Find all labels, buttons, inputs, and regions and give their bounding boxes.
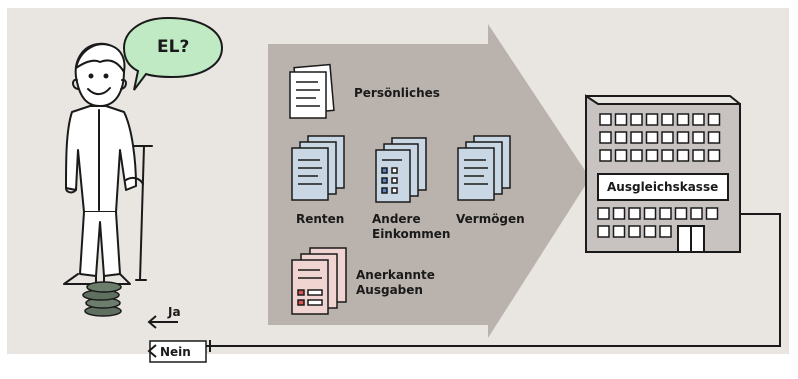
building-window — [598, 208, 609, 219]
building-window — [691, 208, 702, 219]
building-window — [616, 114, 627, 125]
building-window — [678, 114, 689, 125]
building-window — [662, 132, 673, 143]
label-expenses-2: Ausgaben — [356, 283, 423, 297]
building-window — [647, 150, 658, 161]
office-sign-text: Ausgleichskasse — [607, 180, 718, 194]
building-window — [614, 208, 625, 219]
building-window — [631, 132, 642, 143]
label-yes: Ja — [168, 305, 181, 319]
building-window — [600, 150, 611, 161]
building-window — [600, 132, 611, 143]
building-window — [631, 114, 642, 125]
building-window — [678, 132, 689, 143]
building-window — [693, 150, 704, 161]
label-personal: Persönliches — [354, 86, 440, 100]
building-window — [598, 226, 609, 237]
document-other-income-icon — [376, 138, 426, 202]
label-assets: Vermögen — [456, 212, 525, 226]
building-window — [660, 208, 671, 219]
building-window — [693, 114, 704, 125]
building-window — [645, 208, 656, 219]
building-window — [662, 150, 673, 161]
label-expenses-1: Anerkannte — [356, 268, 435, 282]
building-window — [647, 114, 658, 125]
building-window — [614, 226, 625, 237]
building-window — [616, 132, 627, 143]
building-window — [707, 208, 718, 219]
building-window — [645, 226, 656, 237]
building-window — [631, 150, 642, 161]
coin-stack-icon — [83, 282, 121, 316]
speech-bubble-text: EL? — [157, 37, 189, 57]
building-window — [662, 114, 673, 125]
label-other-income-2: Einkommen — [372, 227, 450, 241]
building-window — [660, 226, 671, 237]
building-window — [678, 150, 689, 161]
building-window — [676, 208, 687, 219]
label-no: Nein — [160, 345, 191, 359]
label-other-income-1: Andere — [372, 212, 421, 226]
building-window — [629, 226, 640, 237]
building-window — [616, 150, 627, 161]
building-window — [600, 114, 611, 125]
label-pensions: Renten — [296, 212, 344, 226]
building-window — [693, 132, 704, 143]
building-window — [709, 132, 720, 143]
document-pensions-icon — [292, 136, 344, 200]
document-assets-icon — [458, 136, 510, 200]
building-window — [629, 208, 640, 219]
building-window — [647, 132, 658, 143]
document-personal-icon — [290, 65, 334, 118]
building-window — [709, 114, 720, 125]
building-window — [709, 150, 720, 161]
